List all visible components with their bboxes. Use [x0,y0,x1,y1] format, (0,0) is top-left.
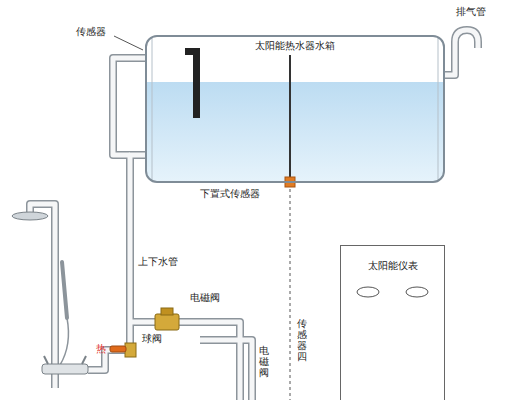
part-label: 上下水管 [138,256,178,268]
ball-valve [125,343,136,357]
part-label: 球阀 [142,333,162,345]
hot-label: 热 [96,343,106,355]
mixer-valve [42,364,88,374]
part-label: 下置式传感器 [200,188,260,200]
part-label: 传感器四 [297,318,307,362]
meter-button [357,287,379,297]
pipes-outline [30,30,478,400]
tap-handle [44,356,48,364]
leader-line [114,36,143,50]
sensor-wire [290,189,291,400]
ball-valve-handle [110,346,126,352]
shower-hose [60,318,68,365]
shower-head [12,212,48,220]
part-label: 电磁阀 [190,292,220,304]
node-title: 太阳能热水器水箱 [147,40,443,52]
solenoid-valve [155,314,179,330]
part-label: 电磁阀 [259,345,269,378]
electric-heater [185,48,200,118]
meter-box: 太阳能仪表 [340,245,445,400]
node-title: 太阳能仪表 [341,260,444,272]
tap-handle [82,356,86,364]
meter-button [406,287,428,297]
pipes-fill [30,30,478,400]
tank-cap [152,38,153,180]
hand-shower [62,262,67,318]
solenoid-valve [161,308,173,315]
sensor-rod [289,55,291,178]
part-label: 排气管 [456,6,486,18]
water [146,82,444,182]
part-label: 传感器 [76,26,106,38]
water-tank: 太阳能热水器水箱 [145,35,445,183]
tank-cap [438,38,439,180]
